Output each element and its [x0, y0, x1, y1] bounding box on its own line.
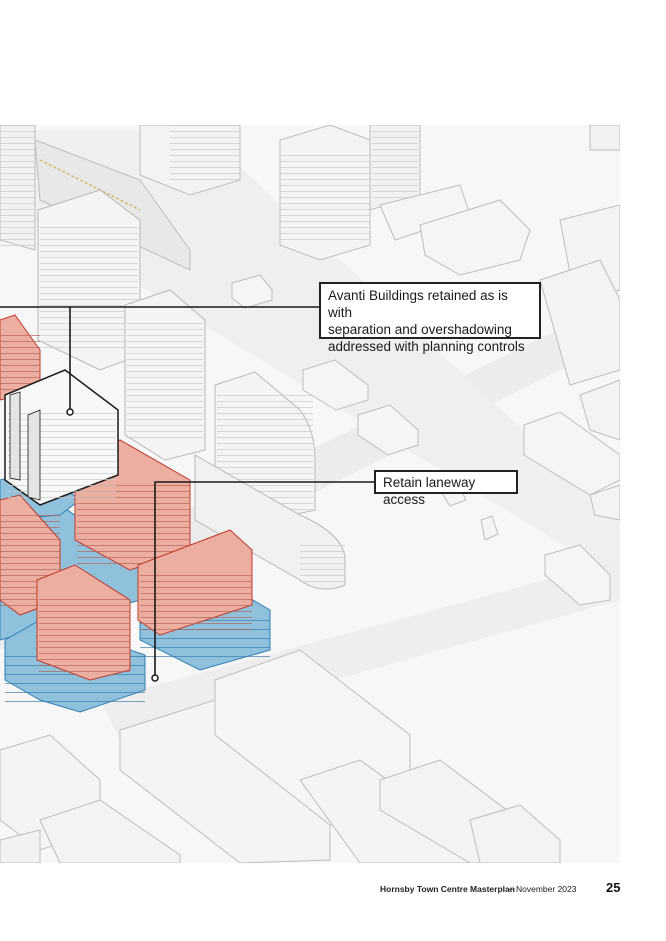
context-buildings-top	[0, 125, 620, 386]
callout-avanti-line3: addressed with planning controls	[328, 339, 525, 354]
context-tower-c-curved	[194, 371, 346, 590]
callout-laneway-text: Retain laneway access	[383, 475, 476, 507]
callout-avanti-line1: Avanti Buildings retained as is with	[328, 288, 508, 320]
avanti-retained-buildings	[4, 369, 119, 506]
leader-dot-avanti	[66, 408, 74, 416]
proposed-tower-left-top	[0, 314, 41, 401]
callout-avanti-buildings: Avanti Buildings retained as is with sep…	[319, 282, 541, 354]
proposed-towers	[0, 314, 253, 681]
callout-leaders	[0, 306, 374, 678]
proposed-tower-right	[137, 529, 253, 636]
footer-separator: –	[509, 884, 514, 894]
callout-laneway-access: Retain laneway access	[374, 470, 518, 507]
context-tower-b	[124, 289, 206, 461]
context-buildings-bottom	[0, 649, 561, 863]
context-tower-a	[37, 189, 141, 371]
footer-date: November 2023	[516, 884, 577, 894]
context-buildings-right	[302, 359, 620, 606]
proposed-tower-front	[36, 564, 131, 681]
page-number: 25	[606, 880, 621, 895]
callout-avanti-line2: separation and overshadowing	[328, 322, 512, 337]
footer-document-title: Hornsby Town Centre Masterplan	[380, 884, 515, 894]
leader-dot-laneway	[151, 674, 159, 682]
